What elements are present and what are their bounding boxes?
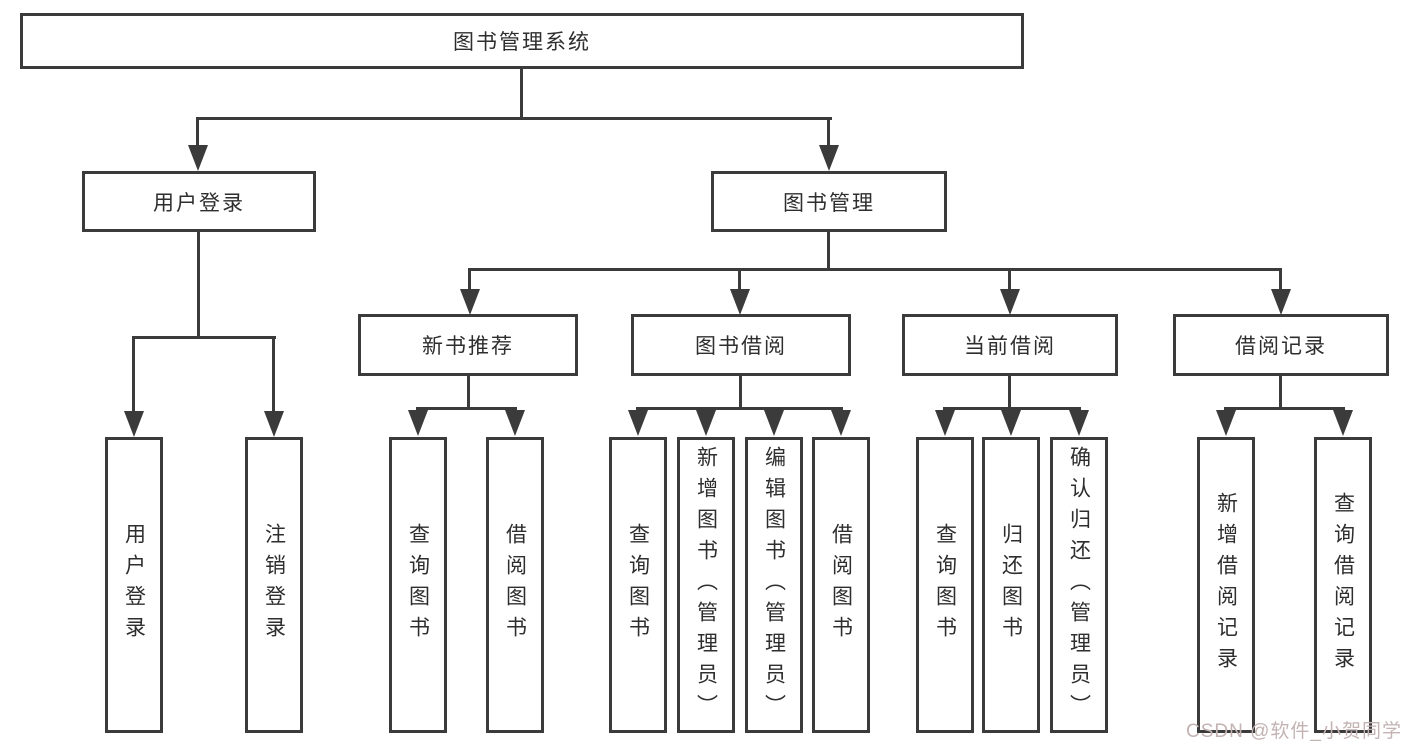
leaf-query-books-borrow: 查询图书: [609, 437, 667, 733]
connector-bar: [1224, 407, 1345, 410]
node-borrow-records: 借阅记录: [1173, 314, 1389, 376]
connector-root-stem: [520, 68, 523, 119]
connector-stem: [132, 336, 135, 413]
arrowhead: [408, 410, 428, 436]
leaf-query-books-recommend: 查询图书: [389, 437, 447, 733]
connector-stem: [827, 232, 830, 270]
arrowhead: [819, 145, 839, 171]
watermark: CSDN @软件_小贺同学: [1186, 721, 1402, 742]
leaf-borrow-books: 借阅图书: [812, 437, 870, 733]
arrowhead: [831, 410, 851, 436]
leaf-add-book-admin: 新增图书（管理员）: [677, 437, 735, 733]
connector-stem: [468, 268, 471, 292]
connector-stem: [1008, 376, 1011, 409]
node-current-borrow: 当前借阅: [902, 314, 1118, 376]
node-book-borrow: 图书借阅: [631, 314, 851, 376]
node-root: 图书管理系统: [20, 13, 1024, 69]
connector-stem: [467, 376, 470, 409]
node-book-management: 图书管理: [711, 171, 947, 232]
connector-stem: [272, 336, 275, 413]
leaf-query-books-current: 查询图书: [916, 437, 974, 733]
arrowhead: [935, 410, 955, 436]
leaf-query-borrow-record: 查询借阅记录: [1314, 437, 1372, 733]
arrowhead: [764, 410, 784, 436]
connector-bar: [416, 407, 517, 410]
arrowhead: [1216, 410, 1236, 436]
connector-bar: [636, 407, 843, 410]
arrowhead: [1000, 289, 1020, 315]
arrowhead: [1271, 289, 1291, 315]
leaf-add-borrow-record: 新增借阅记录: [1197, 437, 1255, 733]
arrowhead: [460, 289, 480, 315]
connector-stem: [1008, 268, 1011, 292]
connector-stem: [196, 117, 199, 148]
node-user-login-branch: 用户登录: [82, 171, 316, 232]
connector-bar: [132, 336, 276, 339]
arrowhead: [730, 289, 750, 315]
node-new-book-recommend: 新书推荐: [358, 314, 578, 376]
leaf-edit-book-admin: 编辑图书（管理员）: [745, 437, 803, 733]
leaf-confirm-return-admin: 确认归还（管理员）: [1050, 437, 1108, 733]
arrowhead: [124, 411, 144, 437]
arrowhead: [628, 410, 648, 436]
arrowhead: [505, 410, 525, 436]
leaf-user-login: 用户登录: [105, 437, 163, 733]
leaf-logout: 注销登录: [245, 437, 303, 733]
leaf-return-books: 归还图书: [982, 437, 1040, 733]
connector-stem: [197, 232, 200, 339]
connector-bar: [943, 407, 1081, 410]
connector-stem: [739, 376, 742, 409]
connector-level2-bar: [468, 268, 1282, 271]
arrowhead: [1333, 410, 1353, 436]
connector-stem: [738, 268, 741, 292]
arrowhead: [188, 145, 208, 171]
leaf-borrow-books-recommend: 借阅图书: [486, 437, 544, 733]
arrowhead: [1001, 410, 1021, 436]
arrowhead: [1069, 410, 1089, 436]
arrowhead: [264, 411, 284, 437]
connector-stem: [827, 117, 830, 148]
connector-stem: [1279, 376, 1282, 409]
connector-level1-bar: [196, 117, 832, 120]
connector-stem: [1279, 268, 1282, 292]
arrowhead: [696, 410, 716, 436]
